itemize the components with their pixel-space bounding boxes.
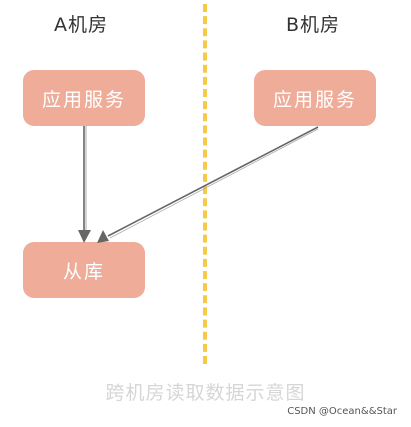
room-a-title: A机房: [54, 14, 108, 36]
room-a-slave-db-label: 从库: [62, 260, 105, 283]
room-a-app-service-label: 应用服务: [41, 88, 126, 111]
csdn-watermark: CSDN @Ocean&&Star: [287, 406, 397, 417]
diagram-caption: 跨机房读取数据示意图: [105, 382, 306, 404]
room-a-app-service-node: 应用服务: [23, 70, 145, 126]
room-a-slave-db-node: 从库: [23, 242, 145, 298]
arrow-b-app-to-slave: [97, 126, 319, 243]
room-divider-dashed-line: [203, 4, 207, 364]
room-b-app-service-node: 应用服务: [254, 70, 376, 126]
arrow-a-app-to-slave: [78, 126, 91, 243]
room-b-app-service-label: 应用服务: [272, 88, 357, 111]
room-b-title: B机房: [286, 14, 341, 36]
